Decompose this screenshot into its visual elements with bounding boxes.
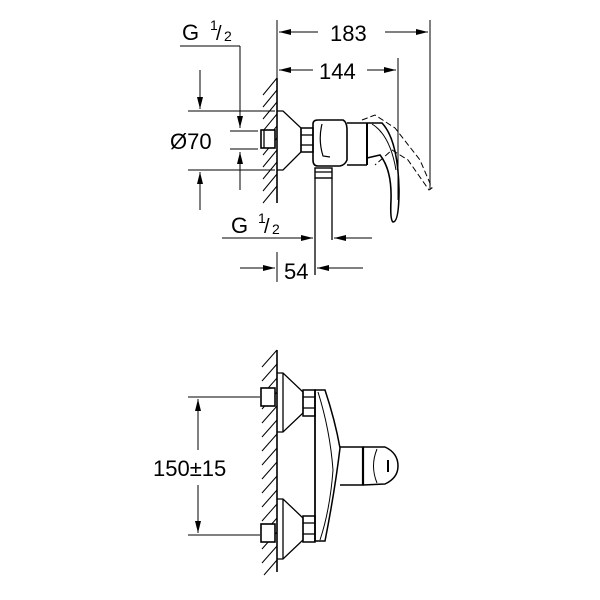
overall-depth-label: 183 <box>330 21 367 46</box>
inlet-thread-g: G <box>182 20 199 45</box>
hex-nut <box>300 127 314 153</box>
front-view-drawing <box>260 349 399 576</box>
inlet-connector <box>260 129 276 149</box>
mixer-body <box>312 119 348 167</box>
upper-hex-nut <box>302 389 316 417</box>
rosette <box>277 110 302 171</box>
lever-depth-label: 144 <box>319 59 356 84</box>
outlet-thread-slash: / <box>264 216 270 238</box>
outlet-thread-den: 2 <box>272 221 280 237</box>
inlet-thread-den: 2 <box>224 28 232 44</box>
lower-hex-nut <box>302 515 316 543</box>
upper-inlet-connector <box>260 387 276 407</box>
center-distance-label: 150±15 <box>153 456 226 481</box>
lever-front <box>340 446 364 486</box>
outlet-collar <box>314 167 333 179</box>
outlet-thread-num: 1 <box>258 210 266 226</box>
rosette-diameter-label: Ø70 <box>170 129 212 154</box>
lower-inlet-connector <box>260 523 276 543</box>
side-view-drawing <box>260 77 433 275</box>
inlet-thread-slash: / <box>216 23 222 45</box>
outlet-offset-label: 54 <box>284 259 308 284</box>
front-dimensions <box>188 396 260 536</box>
inlet-thread-num: 1 <box>210 17 218 33</box>
upper-rosette <box>277 372 304 433</box>
lever-cap <box>362 446 399 486</box>
lever-handle <box>366 122 400 223</box>
top-dimensions <box>180 20 431 282</box>
lower-rosette <box>277 498 304 560</box>
mixer-body-front <box>314 389 341 542</box>
outlet-thread-g: G <box>231 213 248 238</box>
